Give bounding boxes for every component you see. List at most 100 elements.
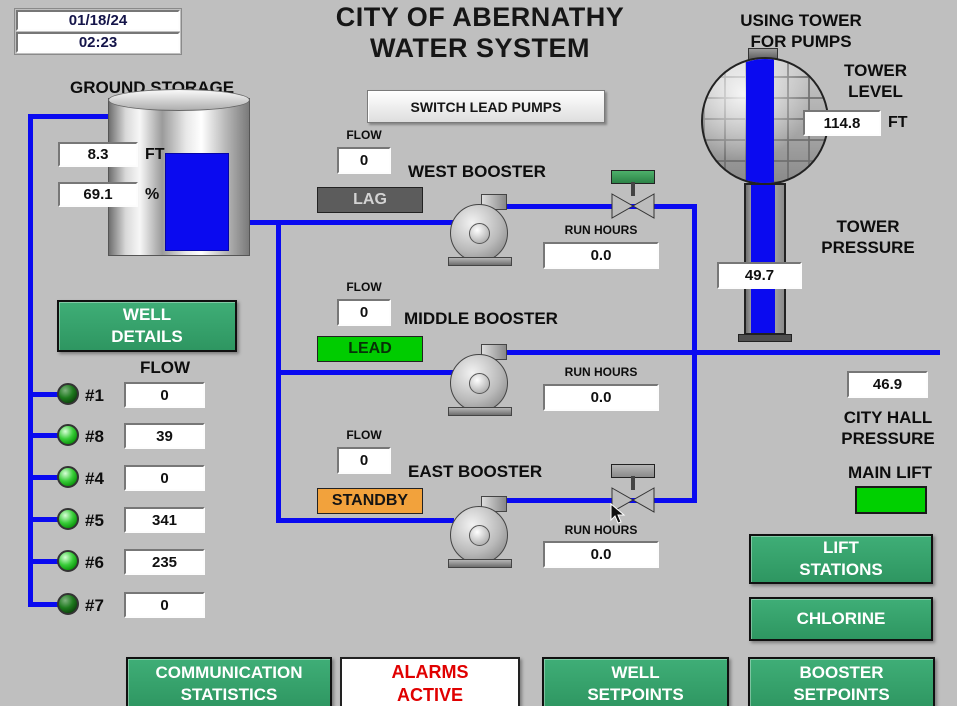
booster-status: STANDBY — [317, 488, 423, 514]
well-led — [57, 383, 79, 405]
well-details-line2: DETAILS — [111, 327, 183, 346]
east-pump-icon — [447, 496, 515, 568]
pipe — [28, 114, 33, 607]
east-valve-stem — [631, 476, 635, 490]
well-setpoints-button[interactable]: WELL SETPOINTS — [542, 657, 729, 706]
pipe — [28, 114, 116, 119]
pump-base — [448, 257, 512, 266]
alarms-active-button[interactable]: ALARMS ACTIVE — [340, 657, 520, 706]
tower-level-label: TOWER LEVEL — [844, 61, 907, 101]
well-flow-box: 341 — [124, 507, 205, 533]
tower-stem-water — [751, 185, 775, 333]
east-flow-box: 0 — [337, 447, 391, 474]
pipe — [28, 392, 62, 397]
well-flow-box: 0 — [124, 592, 205, 618]
west-flow-box: 0 — [337, 147, 391, 174]
time-value: 02:23 — [16, 32, 180, 53]
middle-booster-label: MIDDLE BOOSTER — [404, 309, 558, 328]
well-id: #8 — [85, 427, 104, 446]
lift-stations-button[interactable]: LIFT STATIONS — [749, 534, 933, 584]
middle-run-hours-label: RUN HOURS — [564, 365, 638, 379]
well-led — [57, 593, 79, 615]
pipe — [276, 370, 454, 375]
tower-stem-flange — [738, 334, 792, 342]
pipe — [276, 518, 454, 523]
middle-flow-box: 0 — [337, 299, 391, 326]
pipe — [28, 517, 62, 522]
booster-status: LAG — [317, 187, 423, 213]
page-title-line1: CITY OF ABERNATHY — [335, 2, 625, 32]
pipe — [505, 498, 697, 503]
east-run-hours-label: RUN HOURS — [564, 523, 638, 537]
middle-run-hours-box: 0.0 — [543, 384, 659, 411]
mouse-cursor — [610, 503, 626, 524]
west-run-hours-label: RUN HOURS — [564, 223, 638, 237]
well-flow-box: 0 — [124, 465, 205, 491]
tower-stem — [744, 183, 786, 335]
middle-flow-label: FLOW — [346, 280, 382, 294]
pipe — [28, 559, 62, 564]
well-details-button[interactable]: WELL DETAILS — [57, 300, 237, 352]
east-booster-label: EAST BOOSTER — [408, 462, 543, 481]
datetime-display: 01/18/24 02:23 — [14, 8, 182, 55]
well-id: #1 — [85, 386, 104, 405]
west-booster-label: WEST BOOSTER — [408, 162, 546, 181]
pipe — [505, 204, 697, 209]
page-title: CITY OF ABERNATHY WATER SYSTEM — [270, 2, 690, 64]
well-details-line1: WELL — [122, 305, 172, 324]
tower-pressure-box: 49.7 — [717, 262, 802, 289]
west-valve-stem — [631, 182, 635, 196]
pipe — [505, 350, 940, 355]
main-lift-status-indicator — [855, 486, 927, 514]
well-led — [57, 424, 79, 446]
east-flow-label: FLOW — [346, 428, 382, 442]
pump-hub — [469, 223, 490, 244]
well-id: #4 — [85, 469, 104, 488]
west-flow-label: FLOW — [346, 128, 382, 142]
pump-hub — [469, 373, 490, 394]
pump-base — [448, 407, 512, 416]
date-value: 01/18/24 — [16, 10, 180, 31]
switch-lead-pumps-button[interactable]: SWITCH LEAD PUMPS — [367, 90, 605, 123]
well-flow-box: 235 — [124, 549, 205, 575]
wells-flow-header: FLOW — [139, 358, 191, 377]
well-flow-box: 0 — [124, 382, 205, 408]
tower-level-unit: FT — [888, 114, 908, 131]
city-hall-pressure-box: 46.9 — [847, 371, 928, 398]
tower-level-box: 114.8 — [803, 110, 881, 136]
well-led — [57, 508, 79, 530]
tank-level-ft-box: 8.3 — [58, 142, 138, 167]
main-lift-label: MAIN LIFT — [848, 463, 933, 482]
west-run-hours-box: 0.0 — [543, 242, 659, 269]
tank-level-fill — [165, 153, 229, 251]
well-id: #7 — [85, 596, 104, 615]
east-run-hours-box: 0.0 — [543, 541, 659, 568]
tank-level-ft-unit: FT — [145, 146, 165, 163]
page-title-line2: WATER SYSTEM — [369, 33, 590, 63]
pipe — [28, 475, 62, 480]
communication-statistics-button[interactable]: COMMUNICATION STATISTICS — [126, 657, 332, 706]
west-pump-icon — [447, 194, 515, 266]
tank-level-pct-unit: % — [145, 186, 160, 203]
well-id: #5 — [85, 511, 104, 530]
middle-pump-icon — [447, 344, 515, 416]
city-hall-pressure-label: CITY HALL PRESSURE — [841, 408, 935, 448]
pump-hub — [469, 525, 490, 546]
tank-level-pct-box: 69.1 — [58, 182, 138, 207]
pipe — [28, 602, 62, 607]
pipe — [248, 220, 454, 225]
well-led — [57, 550, 79, 572]
well-flow-box: 39 — [124, 423, 205, 449]
using-tower-label: USING TOWER FOR PUMPS — [740, 11, 862, 51]
tower-pressure-label: TOWER PRESSURE — [821, 217, 915, 257]
pipe — [692, 204, 697, 503]
chlorine-button[interactable]: CHLORINE — [749, 597, 933, 641]
ground-storage-tank — [108, 89, 250, 256]
booster-status: LEAD — [317, 336, 423, 362]
pump-base — [448, 559, 512, 568]
pipe — [28, 433, 62, 438]
tower-water-column — [746, 59, 774, 183]
booster-setpoints-button[interactable]: BOOSTER SETPOINTS — [748, 657, 935, 706]
well-led — [57, 466, 79, 488]
